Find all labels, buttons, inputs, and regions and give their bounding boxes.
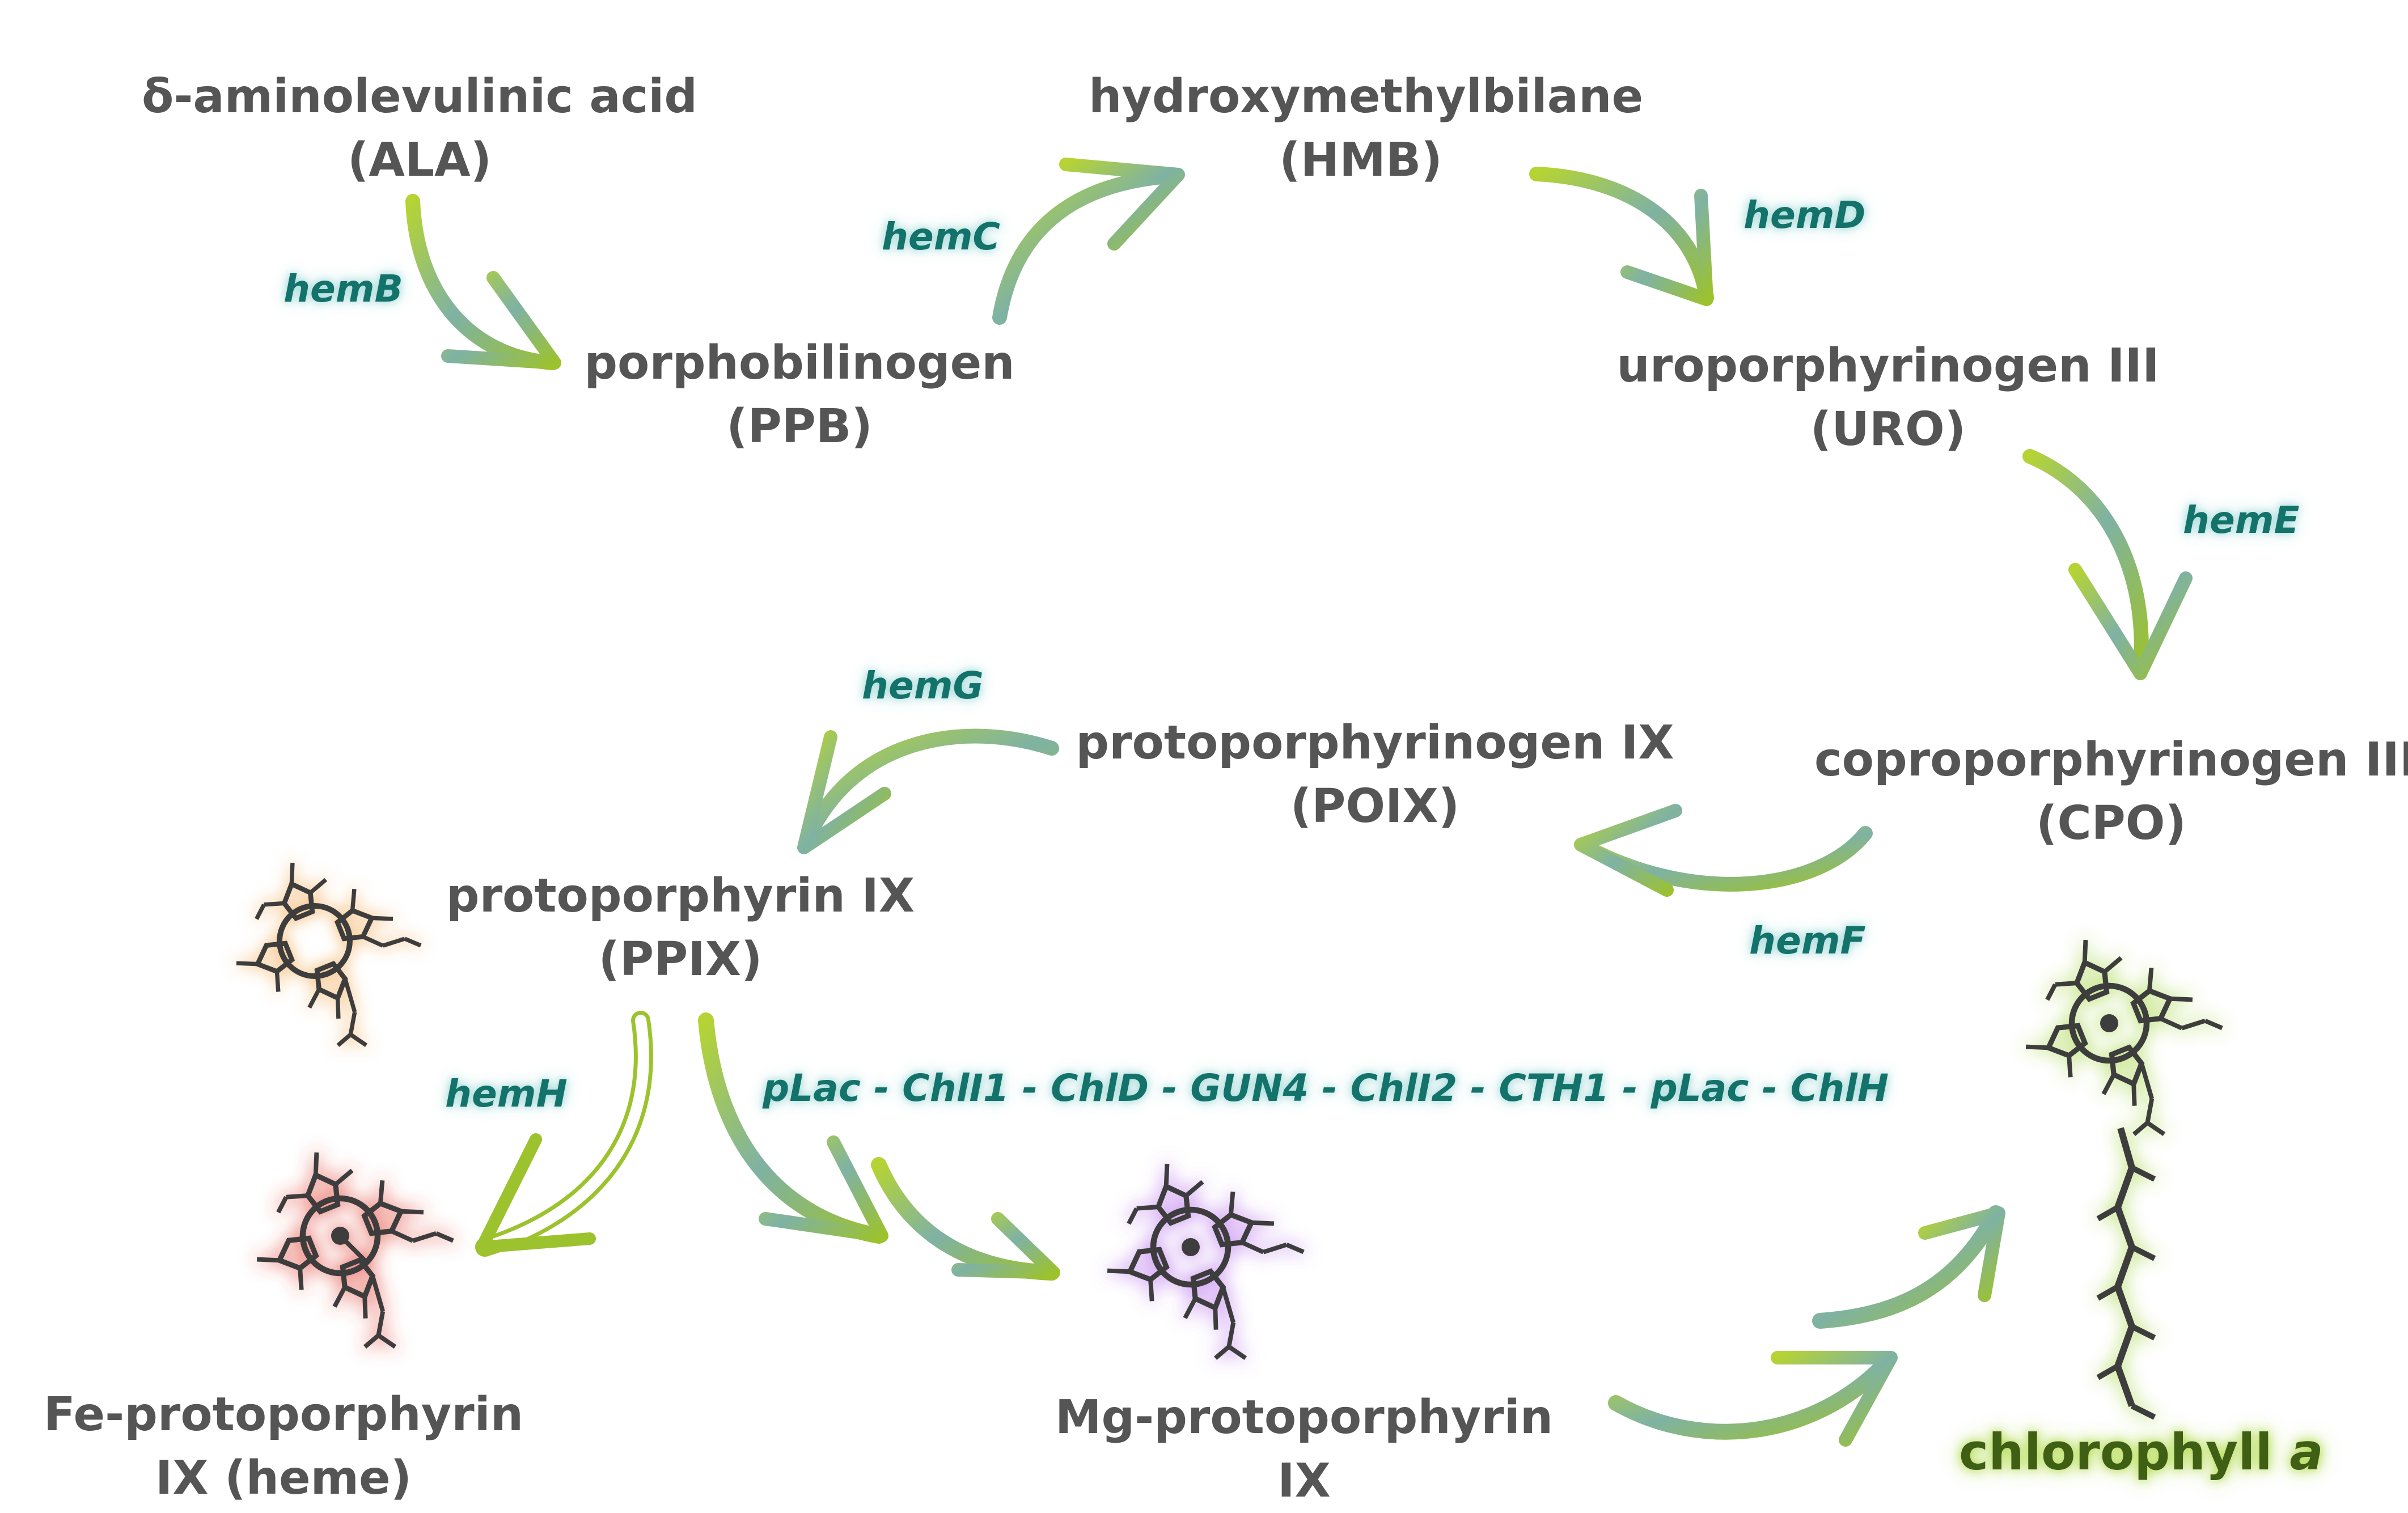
compound-name: Mg-protoporphyrin: [1055, 1391, 1554, 1444]
enzyme-hemH: hemH: [445, 1072, 568, 1116]
compound-abbr: (HMB): [1279, 133, 1442, 187]
compound-uro: uroporphyrinogen III (URO): [1599, 334, 2177, 461]
arrow-uro-to-cpo: [2022, 449, 2193, 680]
compound-name: chlorophyll: [1959, 1423, 2272, 1481]
enzyme-hemC: hemC: [882, 215, 1000, 258]
compound-hmb: hydroxymethylbilane (HMB): [1089, 65, 1644, 192]
compound-ppb: porphobilinogen (PPB): [573, 332, 1026, 459]
arrow-mgp-to-chla-2: [1812, 1205, 2005, 1329]
arrow-cpo-to-poix: [1574, 804, 1873, 897]
compound-name: δ-aminolevulinic acid: [142, 70, 698, 124]
compound-name: protoporphyrinogen IX: [1076, 716, 1674, 770]
compound-abbr: (POIX): [1290, 779, 1460, 833]
arrow-ppix-to-mgp-2: [871, 1157, 1060, 1281]
enzyme-hemG: hemG: [862, 664, 984, 707]
compound-abbr: (URO): [1810, 402, 1966, 456]
arrow-poix-to-ppix: [797, 728, 1059, 854]
compound-abbr: IX (heme): [155, 1451, 412, 1505]
compound-name: protoporphyrin IX: [446, 869, 915, 923]
chlorophyll-a-structure-icon: [1997, 905, 2250, 1420]
enzyme-hemE: hemE: [2183, 498, 2300, 542]
heme-structure-icon: [228, 1117, 481, 1383]
enzyme-hemD: hemD: [1743, 193, 1866, 237]
arrow-hmb-to-uro: [1529, 167, 1714, 306]
compound-abbr: (PPB): [726, 400, 873, 454]
compound-chlorophyll-a: chlorophyll a: [1959, 1423, 2324, 1481]
enzyme-hemB: hemB: [283, 267, 403, 311]
compound-name: hydroxymethylbilane: [1089, 70, 1644, 124]
ppix-structure-icon: [209, 830, 447, 1079]
compound-mg-protoporphyrin: Mg-protoporphyrin IX: [1055, 1386, 1554, 1513]
enzyme-hemF: hemF: [1749, 919, 1866, 963]
compound-abbr: (ALA): [347, 133, 492, 187]
compound-ppix: protoporphyrin IX (PPIX): [431, 864, 930, 991]
enzyme-mg-branch: pLac - ChlI1 - ChlD - GUN4 - ChlI2 - CTH…: [763, 1066, 1889, 1110]
compound-abbr: (PPIX): [598, 933, 763, 986]
compound-name: porphobilinogen: [584, 336, 1015, 390]
compound-ala: δ-aminolevulinic acid (ALA): [142, 65, 697, 192]
compound-poix: protoporphyrinogen IX (POIX): [1066, 711, 1684, 838]
compound-name: coproporphyrinogen III: [1814, 733, 2408, 787]
compound-abbr: (CPO): [2036, 796, 2186, 850]
arrow-ala-to-ppb: [405, 194, 561, 370]
arrow-ppb-to-hmb: [992, 158, 1185, 325]
compound-heme: Fe-protoporphyrin IX (heme): [34, 1383, 533, 1510]
arrow-mgp-to-chla-1: [1608, 1351, 1898, 1447]
arrow-ppix-to-mgp-1: [698, 1012, 888, 1244]
compound-name: Fe-protoporphyrin: [43, 1388, 524, 1442]
compound-abbr: IX: [1277, 1454, 1331, 1508]
compound-cpo: coproporphyrinogen III (CPO): [1814, 728, 2408, 855]
compound-name: uroporphyrinogen III: [1616, 339, 2160, 393]
mg-protoporphyrin-structure-icon: [1078, 1129, 1332, 1394]
compound-suffix: a: [2289, 1423, 2324, 1481]
arrow-ppix-to-heme: [475, 1011, 653, 1257]
